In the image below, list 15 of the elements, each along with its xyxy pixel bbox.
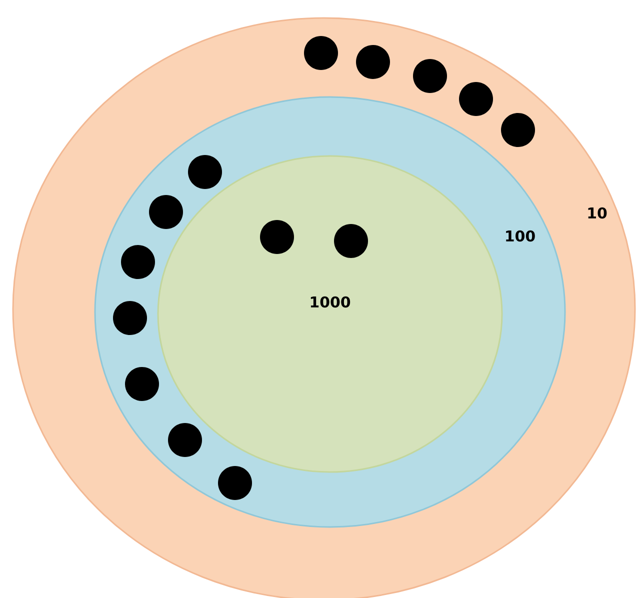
dot — [125, 367, 159, 401]
dot — [501, 113, 535, 147]
dot — [356, 45, 390, 79]
dot — [334, 224, 368, 258]
dot — [188, 155, 222, 189]
dot — [168, 423, 202, 457]
ring: 1000 — [157, 155, 503, 473]
dot — [121, 245, 155, 279]
dot — [149, 195, 183, 229]
dot — [459, 82, 493, 116]
dot — [304, 36, 338, 70]
dot — [218, 466, 252, 500]
dot — [413, 59, 447, 93]
dot — [113, 301, 147, 335]
dot — [260, 220, 294, 254]
